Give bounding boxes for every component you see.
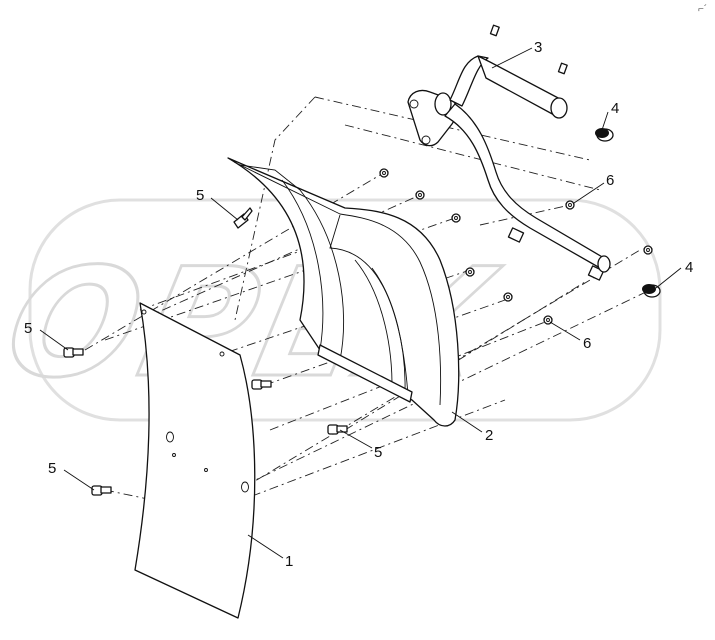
callout-5-left: 5 bbox=[24, 320, 32, 337]
callout-1: 1 bbox=[285, 553, 293, 570]
mud-flap bbox=[134, 302, 256, 619]
leader-lines bbox=[39, 47, 682, 559]
end-cap-lower bbox=[642, 284, 661, 298]
fender bbox=[227, 157, 460, 427]
callout-3: 3 bbox=[534, 39, 542, 56]
bolt-top bbox=[233, 207, 253, 229]
bolt-middle bbox=[251, 379, 272, 390]
callout-4-lower: 4 bbox=[685, 259, 693, 276]
callout-4-upper: 4 bbox=[611, 100, 619, 117]
end-cap-upper bbox=[595, 128, 614, 142]
callout-6-upper: 6 bbox=[606, 172, 614, 189]
bolts bbox=[63, 207, 348, 496]
bracket-tube bbox=[407, 24, 611, 281]
callout-2: 2 bbox=[485, 427, 493, 444]
bolt-bottom-center bbox=[327, 424, 348, 435]
corner-mark: ⌐´ bbox=[698, 3, 707, 15]
callout-5-bottom-center: 5 bbox=[374, 444, 382, 461]
callouts: 3 4 4 6 6 2 1 5 5 5 5 bbox=[24, 39, 693, 570]
callout-5-bottom-left: 5 bbox=[48, 460, 56, 477]
callout-6-lower: 6 bbox=[583, 335, 591, 352]
nuts bbox=[379, 168, 653, 325]
bolt-bottom-left bbox=[91, 485, 112, 496]
bolt-left bbox=[63, 347, 84, 358]
callout-5-top: 5 bbox=[196, 187, 204, 204]
